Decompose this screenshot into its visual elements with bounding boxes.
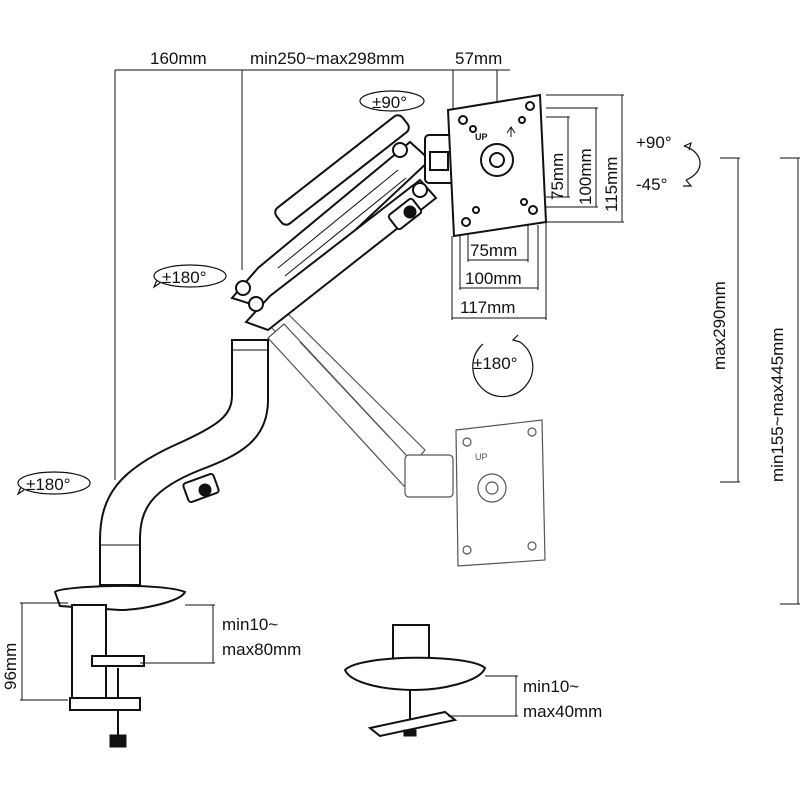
tilt-arrow-icon [683,141,701,187]
rotate-icon-top [359,90,425,112]
vesa-up-label: UP [475,132,488,142]
ghost-up-label: UP [475,452,488,462]
rotate-icon-pole [16,471,91,496]
rotation-top-swivel: ±90° [372,93,407,112]
dim-96mm: 96mm [1,643,20,690]
rotation-elbow: ±180° [162,268,207,287]
tilt-down-label: -45° [636,175,667,194]
rotate-icon-elbow [152,264,227,289]
rotate-icon-vesa [472,334,534,398]
rotation-vesa: ±180° [473,354,518,373]
dim-vesa-v100: 100mm [576,148,595,205]
dim-vesa-h75: 75mm [470,241,517,260]
desk-base-clamp [53,584,187,748]
pole [99,339,269,586]
arm-main [230,114,456,332]
dim-clamp-range-line1: min10~ [222,615,278,634]
dim-clamp-range-line2: max80mm [222,640,301,659]
dim-160mm: 160mm [150,49,207,68]
dim-arm-length: min250~max298mm [250,49,405,68]
dim-vesa-h100: 100mm [465,269,522,288]
dim-vesa-h117: 117mm [460,298,515,317]
tilt-up-label: +90° [636,133,672,152]
dim-57mm: 57mm [455,49,502,68]
dim-grommet-range-line2: max40mm [523,702,602,721]
vesa-dimension-lines [451,94,624,320]
height-dimension-lines [720,157,800,605]
arm-lowered-ghost: UP [261,305,546,567]
dim-max290mm: max290mm [710,281,729,370]
dim-vesa-v115: 115mm [602,157,621,212]
rotation-pole: ±180° [26,475,71,494]
top-dimension-lines [114,69,510,480]
dim-grommet-range-line1: min10~ [523,677,579,696]
dim-height-range: min155~max445mm [768,328,787,483]
dim-vesa-v75: 75mm [548,153,567,200]
clamp-dimension-lines [20,602,215,701]
grommet-dimension-lines [448,675,518,717]
vesa-plate: UP [446,93,548,238]
grommet-mount [343,624,487,738]
